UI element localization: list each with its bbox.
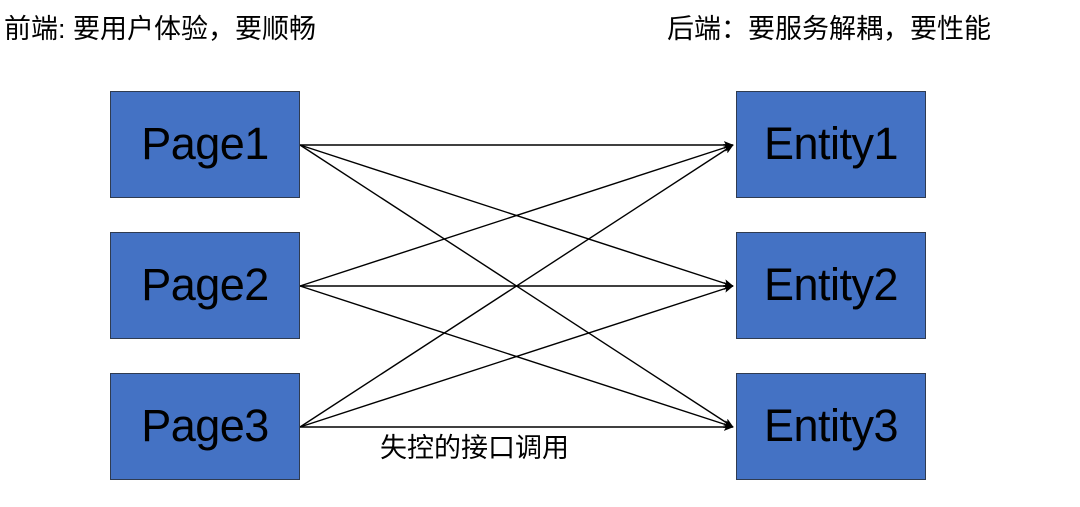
node-entity2[interactable]: Entity2: [736, 232, 926, 339]
node-entity1[interactable]: Entity1: [736, 91, 926, 198]
node-page2-label: Page2: [141, 259, 269, 310]
node-page2[interactable]: Page2: [110, 232, 300, 339]
node-page1-label: Page1: [141, 118, 269, 169]
edge-page3-to-entity2: [299, 285, 734, 428]
backend-header-label: 后端：要服务解耦，要性能: [667, 14, 991, 44]
edge-page1-to-entity3: [299, 144, 734, 428]
edge-page2-to-entity1: [299, 144, 734, 287]
node-entity3-label: Entity3: [763, 400, 899, 451]
node-page1[interactable]: Page1: [110, 91, 300, 198]
node-page3[interactable]: Page3: [110, 373, 300, 480]
edge-page1-to-entity2: [299, 144, 734, 287]
edge-page2-to-entity3: [299, 285, 734, 428]
node-entity3[interactable]: Entity3: [736, 373, 926, 480]
node-page3-label: Page3: [141, 400, 269, 451]
node-entity2-label: Entity2: [763, 259, 899, 310]
node-entity1-label: Entity1: [763, 118, 899, 169]
edge-page3-to-entity1: [299, 144, 734, 428]
frontend-header-label: 前端: 要用户体验，要顺畅: [4, 14, 317, 44]
flow-caption-label: 失控的接口调用: [380, 433, 569, 463]
